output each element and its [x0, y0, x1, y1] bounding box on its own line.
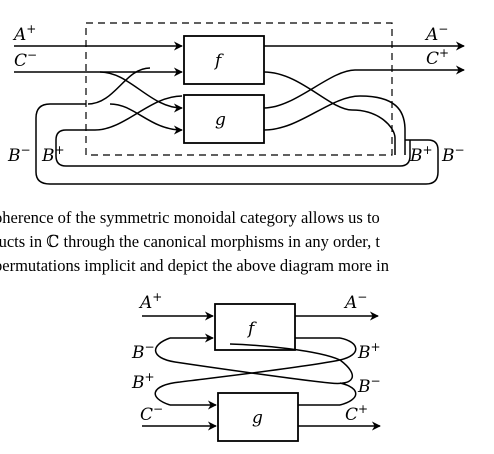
label-c-minus: C− [14, 48, 37, 71]
label-a-minus-bottom: A− [343, 290, 367, 313]
label-b-minus-right-bottom: B− [357, 374, 381, 397]
loop-outer [35, 103, 439, 185]
wire-f-lower-out [263, 71, 396, 155]
body-paragraph: oherence of the symmetric monoidal categ… [0, 206, 494, 278]
dashed-boundary [85, 22, 393, 156]
wire-g-upper-out [263, 65, 465, 109]
paragraph-line-1: oherence of the symmetric monoidal categ… [0, 208, 380, 227]
paragraph-line-2: lucts in ℂ through the canonical morphis… [0, 232, 380, 251]
wire-left-cross-2 [99, 71, 183, 113]
wire-left-cross-3 [94, 95, 183, 131]
label-box-f-bottom: f [246, 319, 257, 339]
label-b-minus-left: B− [7, 143, 31, 166]
loop-b-upper [154, 337, 353, 385]
label-b-plus-right-bottom: B+ [357, 340, 381, 363]
loop-b-upper-return [154, 337, 357, 406]
label-b-minus-bottom: B− [131, 340, 155, 363]
top-labels: A+ C− A− C+ f g B− B+ B+ B− [7, 22, 465, 166]
loop-b-lower [339, 382, 357, 406]
box-f [183, 35, 265, 85]
label-box-g-bottom: g [252, 408, 263, 428]
paragraph-line-3: permutations implicit and depict the abo… [0, 256, 389, 275]
box-g [183, 94, 265, 144]
loop-inner [55, 129, 411, 167]
label-a-minus: A− [424, 22, 448, 45]
label-b-minus-right: B− [441, 143, 465, 166]
wire-g-lower-out [263, 95, 406, 155]
bottom-labels: A+ B− B+ C− A− B+ B− C+ f g [131, 290, 381, 428]
box-g-bottom [217, 392, 299, 442]
label-c-minus-bottom: C− [140, 402, 163, 425]
top-diagram [14, 22, 465, 185]
label-box-g: g [215, 110, 226, 130]
label-b-plus-right: B+ [409, 143, 433, 166]
label-b-plus-bottom: B+ [131, 370, 155, 393]
label-c-plus: C+ [426, 46, 449, 69]
wire-left-cross-4 [109, 103, 183, 135]
bottom-diagram [142, 303, 381, 442]
box-f-bottom [214, 303, 296, 351]
label-b-plus-left: B+ [41, 143, 65, 166]
label-a-plus: A+ [12, 22, 36, 45]
label-a-plus-bottom: A+ [138, 290, 162, 313]
label-c-plus-bottom: C+ [345, 402, 368, 425]
wire-left-cross-1 [87, 67, 151, 105]
label-box-f: f [213, 51, 224, 71]
